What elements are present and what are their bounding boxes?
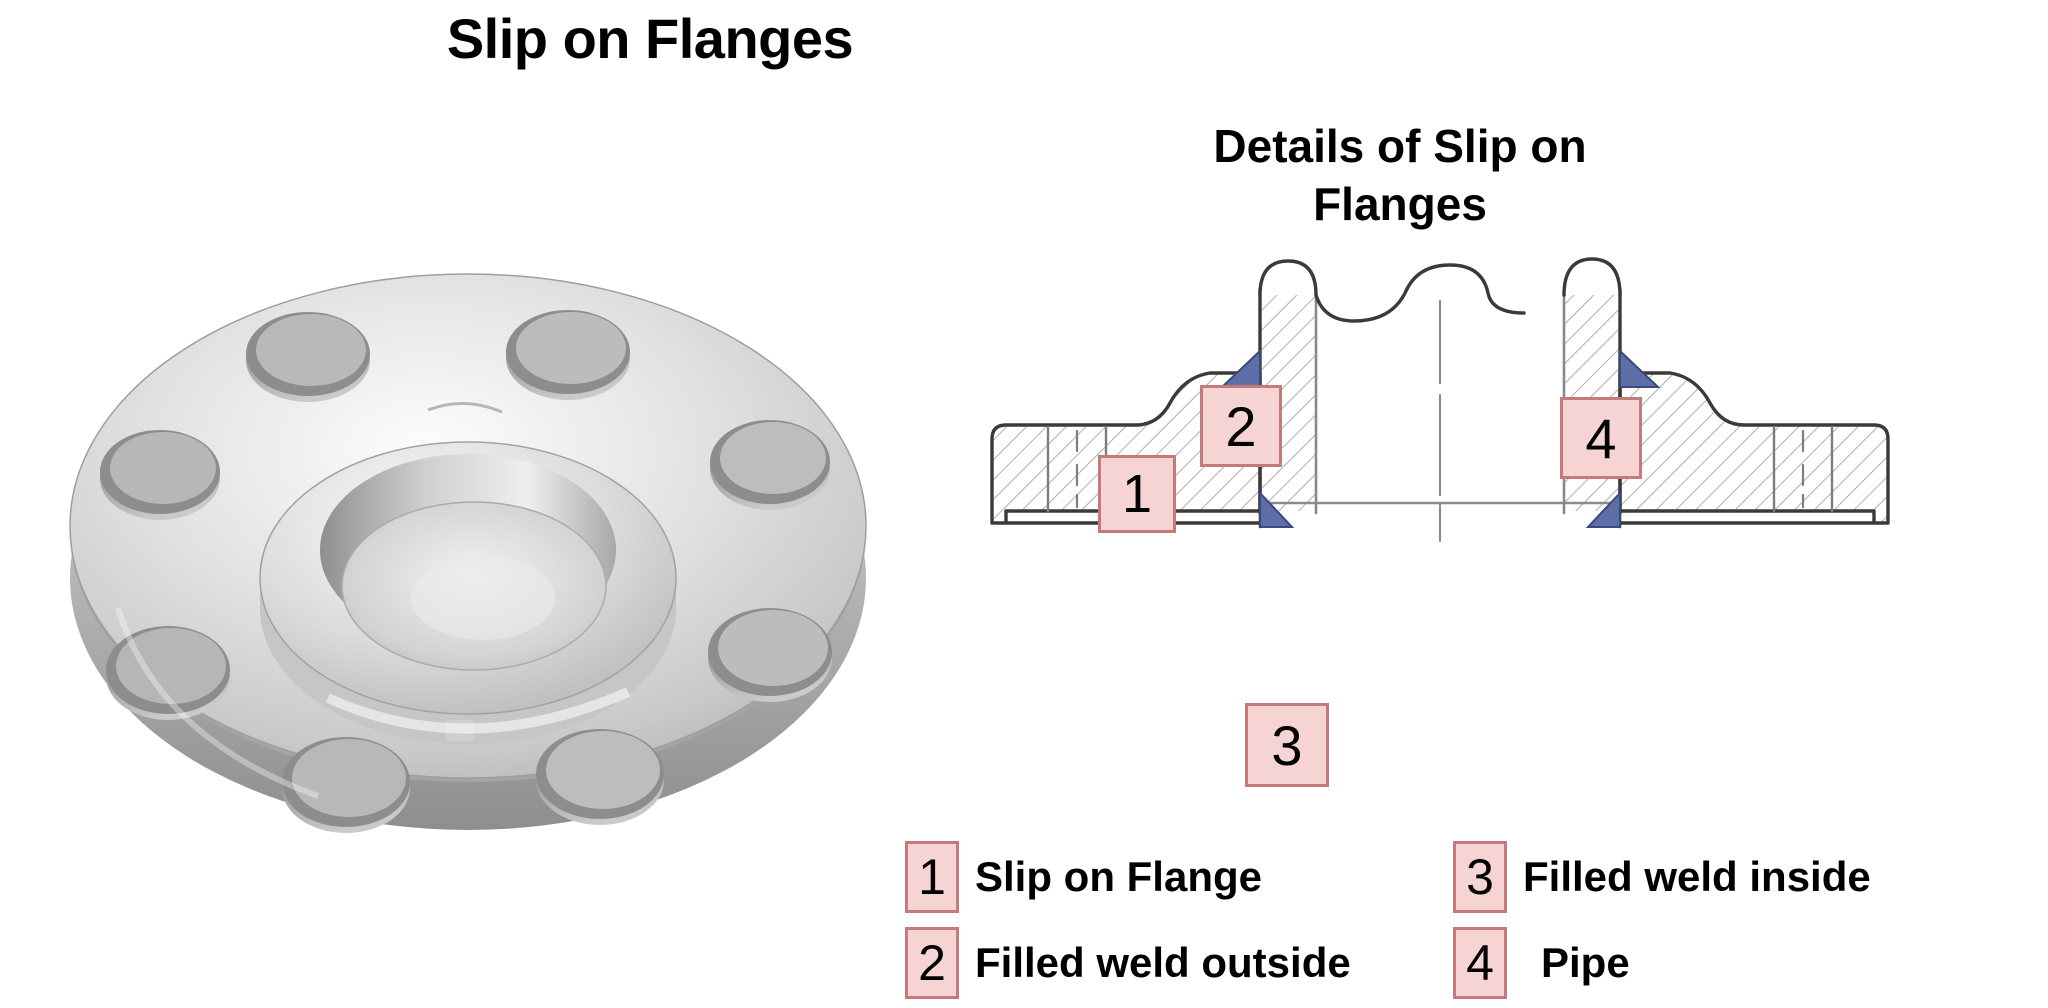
legend-row: 1 Slip on Flange 3 Filled weld inside — [905, 838, 2025, 916]
callout-badge-1[interactable]: 1 — [1098, 455, 1176, 533]
diagram-title: Details of Slip on Flanges — [1120, 118, 1680, 233]
legend-label-4: Pipe — [1541, 939, 1630, 986]
diagram-title-line-2: Flanges — [1313, 177, 1487, 230]
page-title: Slip on Flanges — [446, 7, 854, 70]
legend-item-1[interactable]: 1 Slip on Flange — [905, 841, 1453, 913]
legend-label-2: Filled weld outside — [975, 939, 1351, 986]
legend-label-3: Filled weld inside — [1523, 853, 1871, 900]
legend-row: 2 Filled weld outside 4 Pipe — [905, 924, 2025, 1002]
flange-photograph — [28, 178, 908, 878]
legend: 1 Slip on Flange 3 Filled weld inside 2 … — [905, 838, 2025, 1006]
callout-badge-2[interactable]: 2 — [1200, 385, 1282, 467]
legend-item-4[interactable]: 4 Pipe — [1453, 927, 2013, 999]
legend-badge-4: 4 — [1453, 927, 1507, 999]
legend-item-2[interactable]: 2 Filled weld outside — [905, 927, 1453, 999]
flange-photo-svg — [69, 273, 867, 833]
legend-badge-3: 3 — [1453, 841, 1507, 913]
callout-badge-4[interactable]: 4 — [1560, 397, 1642, 479]
legend-item-3[interactable]: 3 Filled weld inside — [1453, 841, 2013, 913]
callout-badge-3[interactable]: 3 — [1245, 703, 1329, 787]
weld-fills — [1219, 348, 1661, 528]
legend-badge-2: 2 — [905, 927, 959, 999]
legend-label-1: Slip on Flange — [975, 853, 1263, 900]
diagram-title-line-1: Details of Slip on — [1213, 120, 1587, 172]
legend-badge-1: 1 — [905, 841, 959, 913]
bolt-holes — [100, 310, 832, 833]
